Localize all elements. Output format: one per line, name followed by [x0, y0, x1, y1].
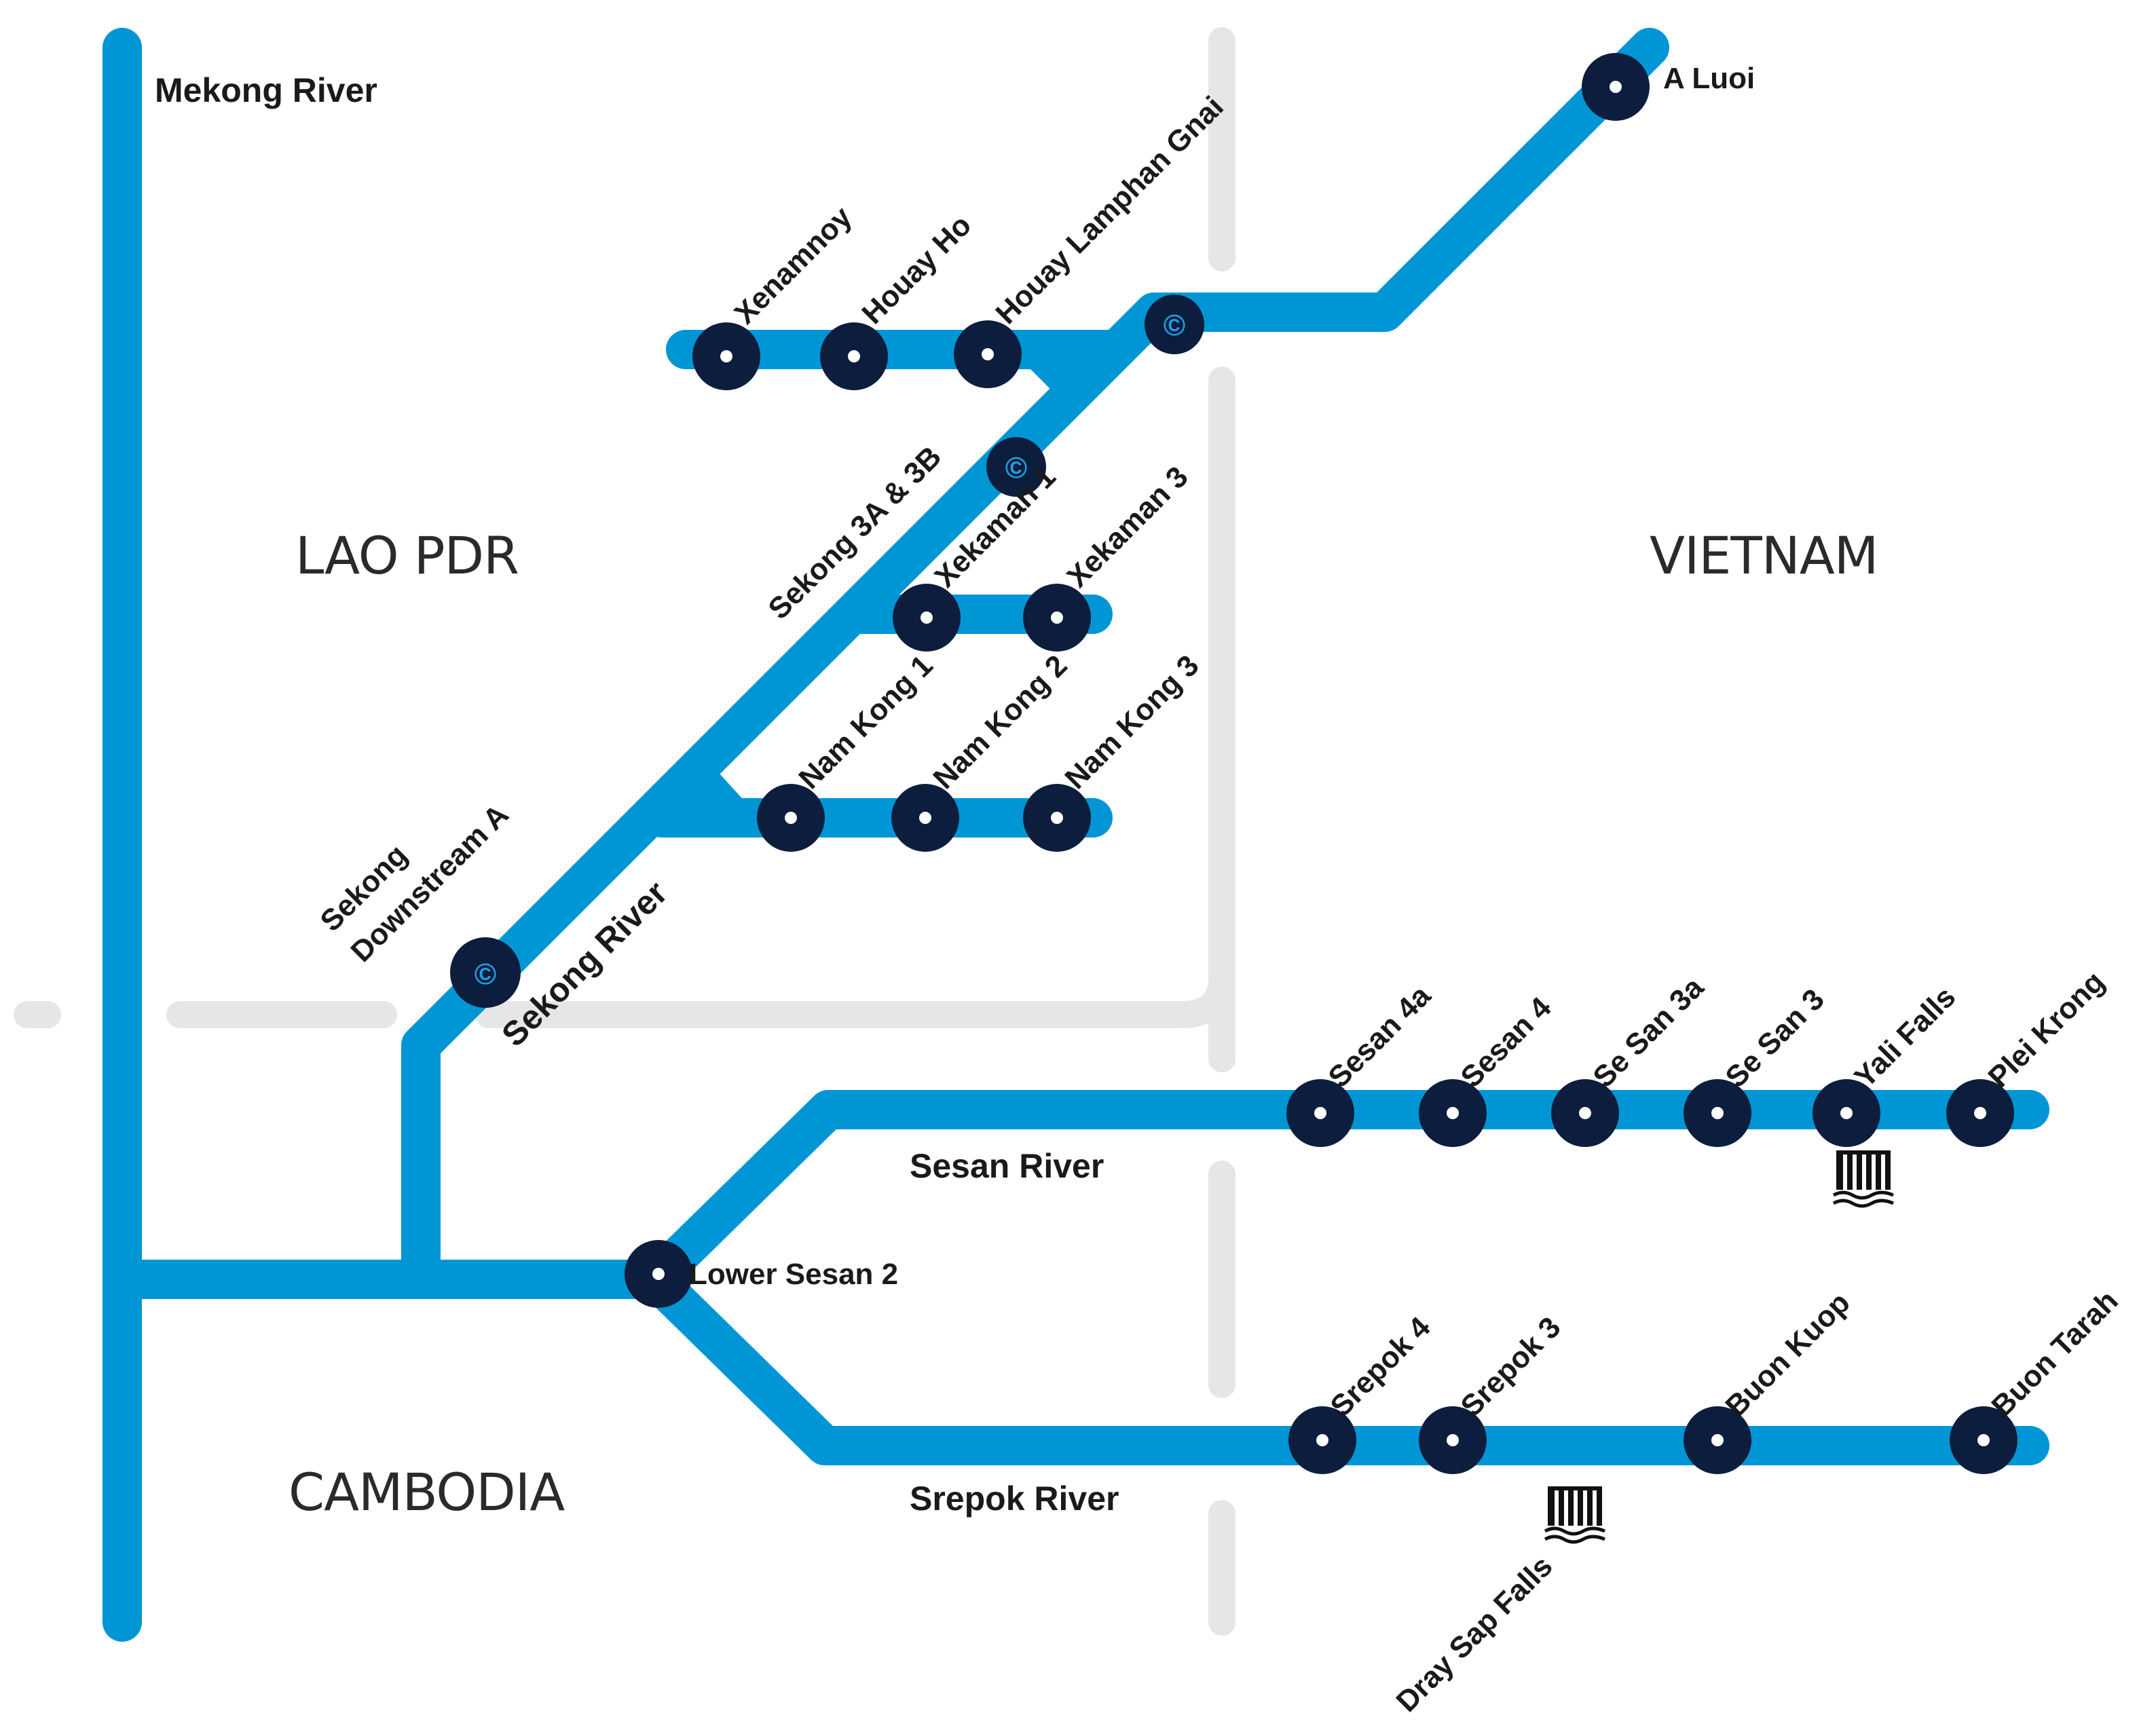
- country-borders: [14, 27, 1235, 1636]
- river-label-srepok: Srepok River: [910, 1480, 1119, 1518]
- waterfall-icon: [1544, 1486, 1606, 1544]
- country-labels: LAO PDR VIETNAM CAMBODIA: [289, 525, 1878, 1522]
- srepok-river-line: [635, 1260, 2049, 1465]
- construction-symbol: ©: [1005, 451, 1027, 485]
- dam-marker-xenamnoy[interactable]: [692, 322, 760, 390]
- houay-link: [1019, 330, 1089, 400]
- dam-marker-sesan-4[interactable]: [1419, 1079, 1487, 1147]
- dam-label-sesan-4a: Sesan 4a: [1322, 979, 1437, 1094]
- dam-marker-houay-lamphan-gnai[interactable]: [954, 320, 1022, 388]
- dam-marker-se-san-3[interactable]: [1684, 1079, 1751, 1147]
- dam-marker-lower-sesan-2[interactable]: [625, 1240, 692, 1308]
- dam-marker-srepok-4[interactable]: [1288, 1406, 1356, 1474]
- dam-marker-se-san-3a[interactable]: [1551, 1079, 1619, 1147]
- dam-markers: © © ©: [450, 53, 2018, 1474]
- dam-marker-xekaman-3[interactable]: [1023, 584, 1091, 652]
- dam-label-yali-falls: Yali Falls: [1848, 980, 1962, 1094]
- dam-label-xenamnoy: Xenamnoy: [728, 200, 858, 331]
- dam-marker-houay-ho[interactable]: [820, 322, 888, 390]
- dam-marker-yali-falls[interactable]: [1813, 1079, 1880, 1147]
- dam-label-plei-krong: Plei Krong: [1982, 965, 2111, 1094]
- dam-label-se-san-3: Se San 3: [1719, 983, 1830, 1094]
- river-label-sesan: Sesan River: [910, 1147, 1104, 1185]
- dam-label-srepok-4: Srepok 4: [1324, 1311, 1436, 1423]
- dam-label-sesan-4: Sesan 4: [1454, 990, 1558, 1094]
- dam-marker-nam-kong-3[interactable]: [1023, 784, 1091, 852]
- river-label-mekong: Mekong River: [155, 71, 377, 109]
- construction-symbol: ©: [475, 958, 496, 991]
- dam-marker-buon-kuop[interactable]: [1684, 1406, 1751, 1474]
- country-label-vietnam: VIETNAM: [1650, 525, 1878, 586]
- namkong-link: [680, 761, 753, 838]
- sesan-river-line: [635, 1090, 2049, 1299]
- dam-label-houay-ho: Houay Ho: [855, 208, 978, 331]
- country-label-lao: LAO PDR: [295, 525, 519, 586]
- dam-marker-nam-kong-2[interactable]: [891, 784, 959, 852]
- dam-marker-nam-kong-1[interactable]: [757, 784, 825, 852]
- dam-label-nam-kong-3: Nam Kong 3: [1058, 649, 1205, 795]
- dam-label-se-san-3a: Se San 3a: [1586, 971, 1710, 1094]
- dam-marker-buon-tarah[interactable]: [1950, 1406, 2018, 1474]
- dam-label-xekaman-3: Xekaman 3: [1060, 460, 1194, 594]
- dam-marker-srepok-3[interactable]: [1419, 1406, 1487, 1474]
- dam-label-dray-sap-falls: Dray Sap Falls: [1390, 1549, 1559, 1718]
- waterfall-icon: [1832, 1150, 1895, 1208]
- country-label-cambodia: CAMBODIA: [289, 1462, 565, 1522]
- dam-marker-plei-krong[interactable]: [1946, 1079, 2014, 1147]
- dam-label-nam-kong-2: Nam Kong 2: [927, 649, 1073, 795]
- dam-label-a-luoi: A Luoi: [1663, 62, 1755, 95]
- dam-marker-xekaman-1[interactable]: [893, 584, 961, 652]
- dam-marker-sesan-4a[interactable]: [1286, 1079, 1354, 1147]
- dam-marker-a-luoi[interactable]: [1582, 53, 1650, 121]
- dam-label-lower-sesan-2: Lower Sesan 2: [689, 1258, 898, 1291]
- construction-symbol: ©: [1164, 309, 1185, 342]
- dam-label-buon-tarah: Buon Tarah: [1985, 1284, 2124, 1423]
- dam-label-srepok-3: Srepok 3: [1454, 1311, 1567, 1423]
- dam-marker-under-construction-upper[interactable]: ©: [1145, 295, 1204, 354]
- dam-marker-sekong-downstream-a[interactable]: ©: [450, 937, 521, 1008]
- dam-marker-sekong-3ab[interactable]: ©: [986, 437, 1046, 497]
- river-labels: Mekong River Sekong River Sesan River Sr…: [155, 71, 1119, 1518]
- dam-label-buon-kuop: Buon Kuop: [1719, 1286, 1856, 1423]
- border-corner: [1168, 977, 1235, 1072]
